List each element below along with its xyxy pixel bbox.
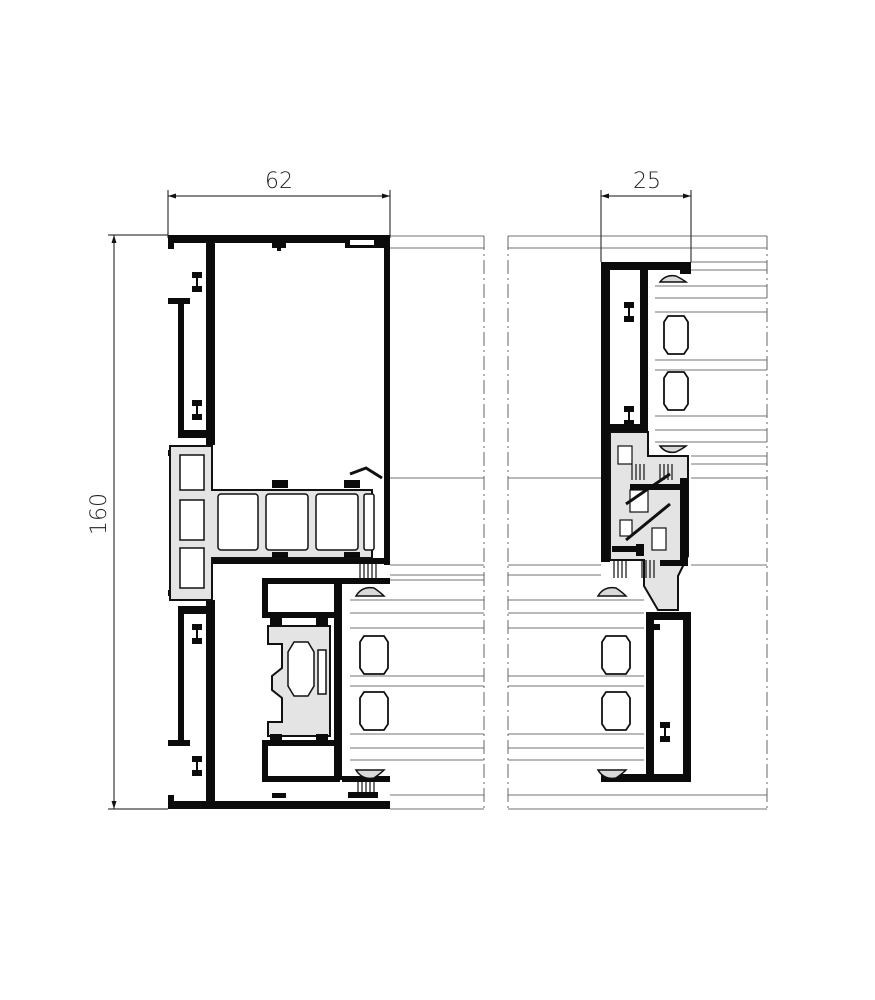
right-lower-frame [601,612,691,782]
left-sash [262,562,390,798]
dimension-label-25: 25 [633,169,661,194]
left-outer-frame [168,235,390,809]
dimension-height-left: 160 [87,234,168,810]
dimension-width-right: 25 [600,169,692,262]
dimension-label-160: 160 [87,493,112,535]
left-sash-brush-bottom [348,782,378,798]
right-lower-glass [508,586,644,780]
left-glass-unit [350,586,484,780]
right-guide-lines [507,235,768,810]
right-interlock-brushes [613,464,673,578]
left-guide-lines [390,235,485,810]
right-upper-glass [655,274,767,454]
dimension-width-left: 62 [167,169,391,238]
dimension-label-62: 62 [265,169,293,194]
right-interlock [609,431,689,611]
left-thermal-break [169,445,383,601]
left-sash-brush-top [359,562,377,578]
